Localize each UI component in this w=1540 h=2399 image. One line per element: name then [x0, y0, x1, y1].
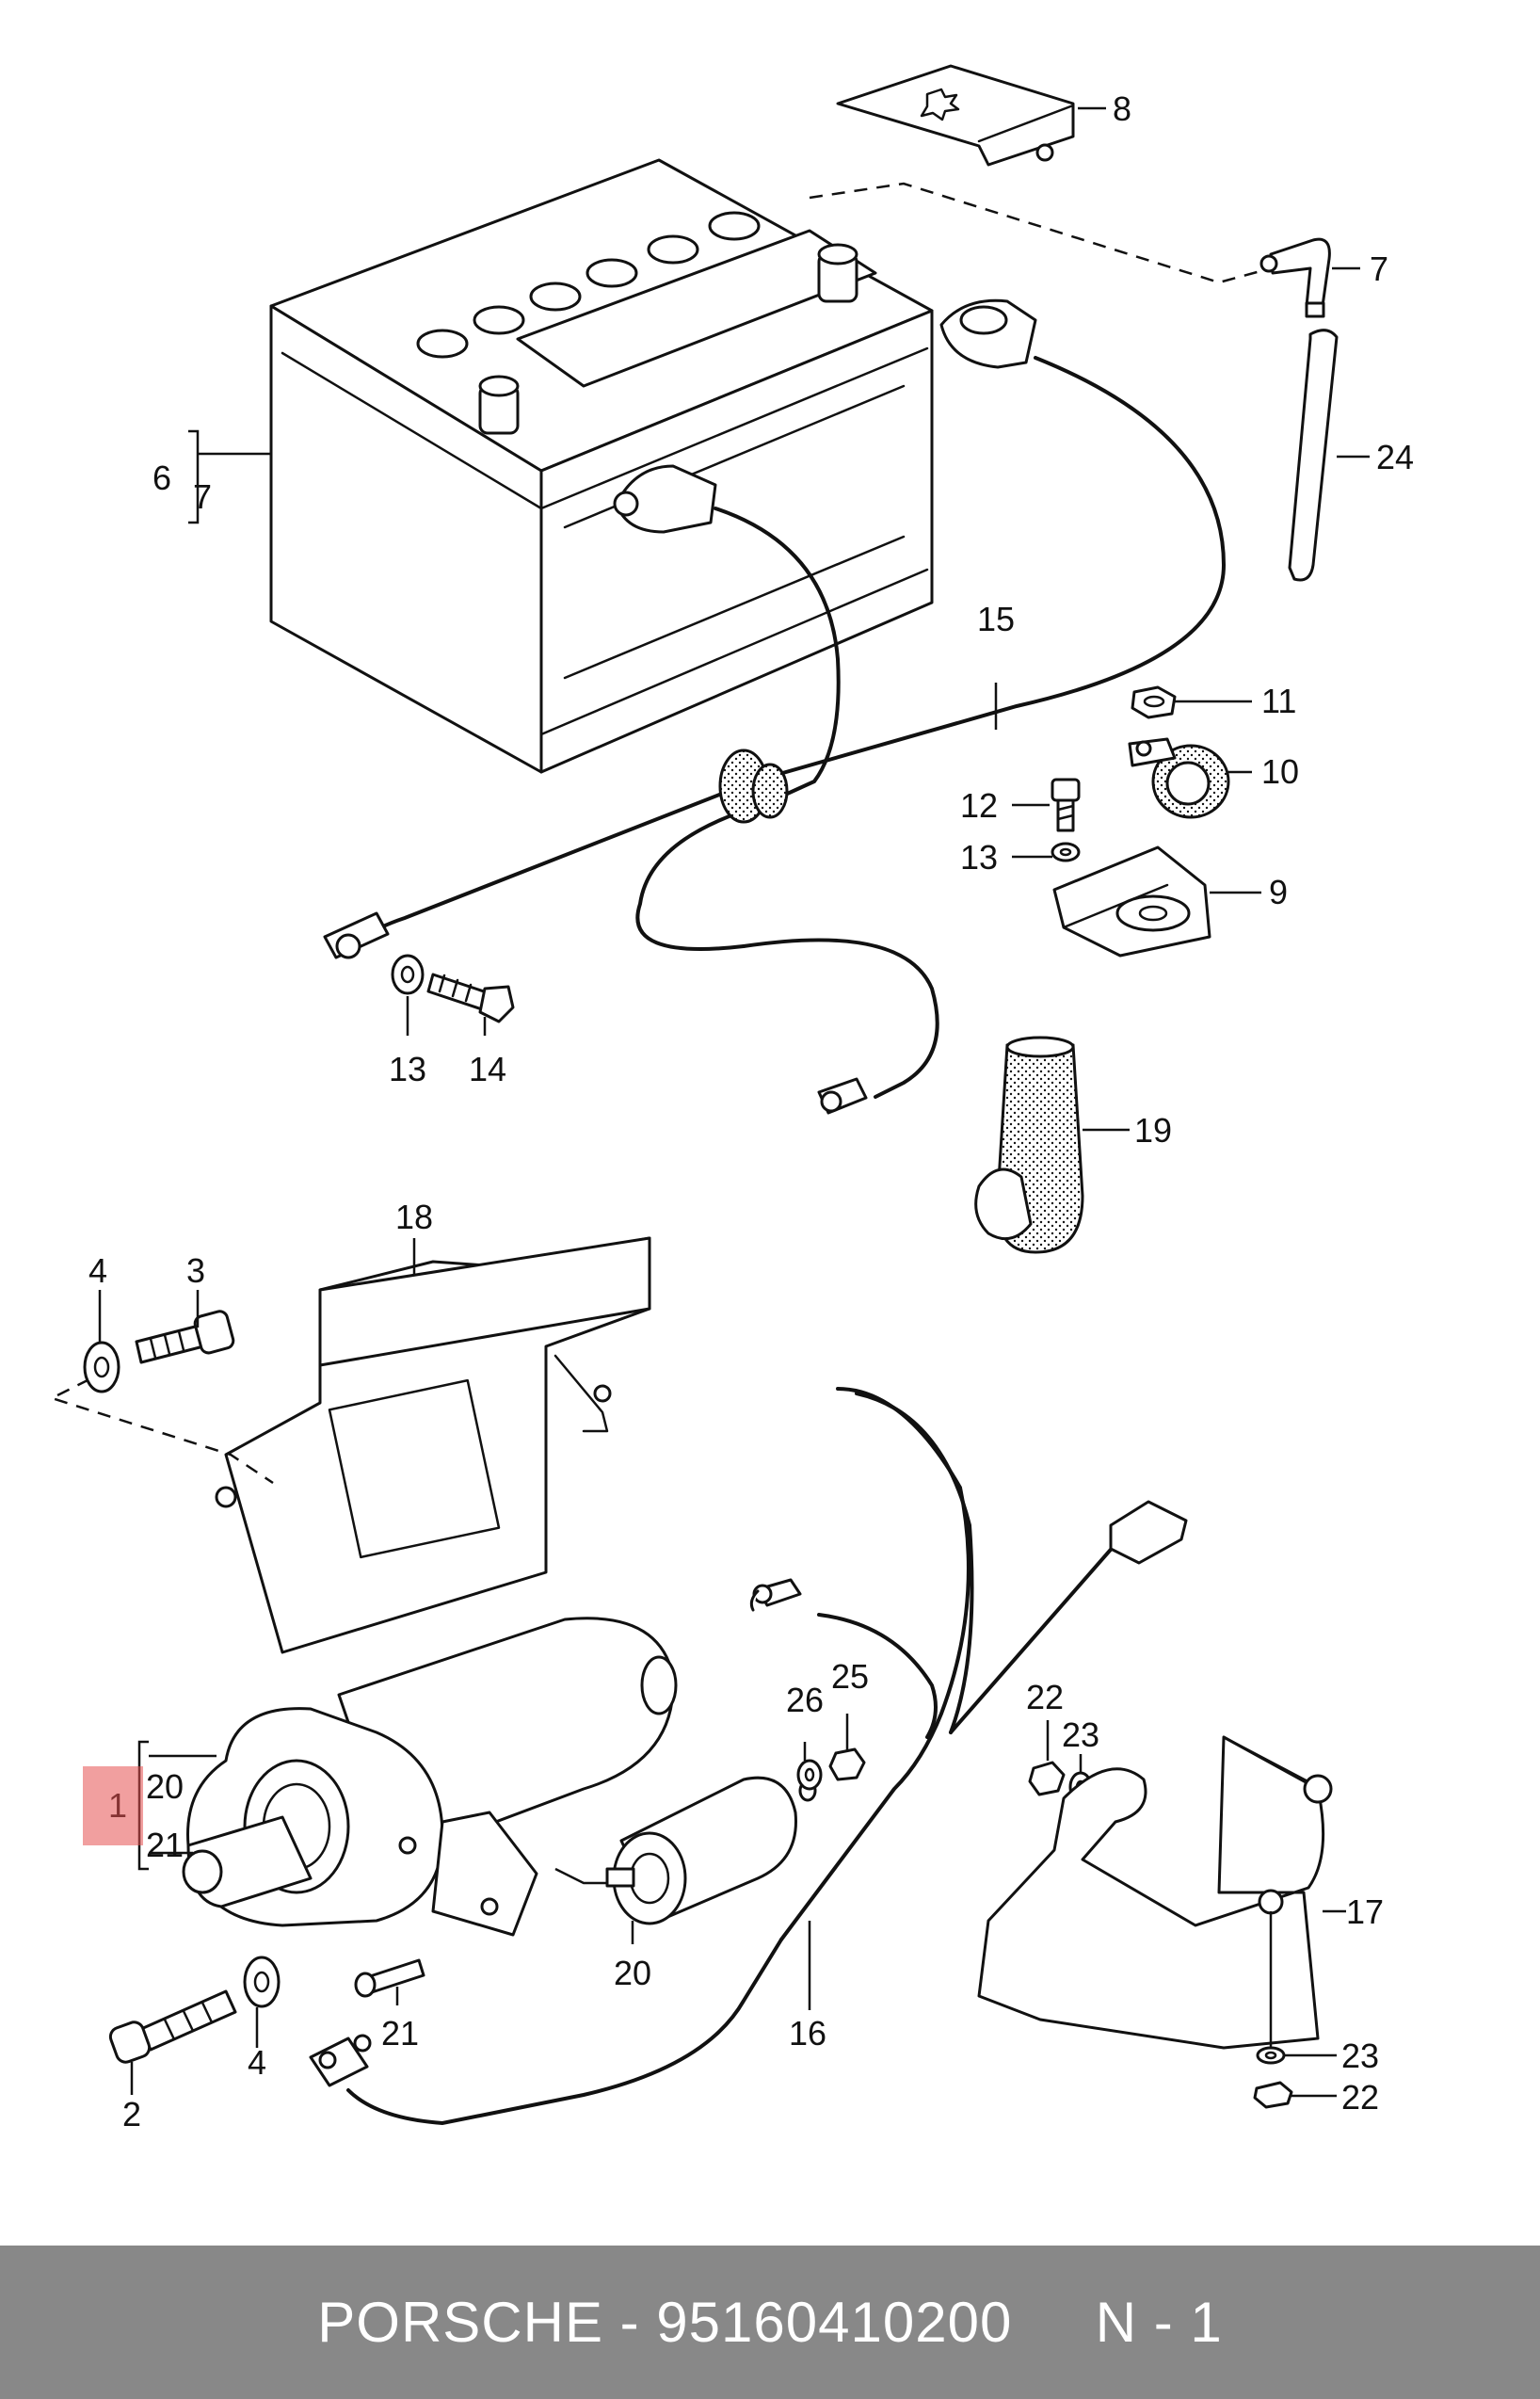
washer-4-lower — [243, 1956, 281, 2008]
footer-page: N - 1 — [1095, 2291, 1223, 2354]
washer-26 — [796, 1759, 823, 1791]
callout-20-right: 20 — [614, 1954, 651, 1992]
callout-7-vent: 7 — [1370, 250, 1388, 288]
footer-brand: PORSCHE — [317, 2291, 603, 2354]
footer-part-number: 95160410200 — [656, 2291, 1013, 2354]
washer-13-upper — [1051, 842, 1081, 862]
battery-terminal-negative — [478, 375, 520, 435]
callout-15: 15 — [977, 600, 1015, 638]
callout-19: 19 — [1134, 1111, 1172, 1150]
battery-terminal-cover — [836, 64, 1075, 167]
terminal-boot-19 — [974, 1036, 1084, 1254]
bolt-3 — [135, 1310, 235, 1364]
callout-21-left: 21 — [146, 1826, 184, 1864]
washer-4-upper — [83, 1341, 120, 1393]
screw-12 — [1051, 778, 1081, 832]
washer-13-lower — [391, 954, 425, 995]
vent-hose — [1288, 329, 1339, 582]
battery-terminal-positive — [817, 243, 858, 303]
callout-12: 12 — [960, 786, 998, 825]
starter-heat-shield-18 — [215, 1236, 651, 1654]
callout-2: 2 — [122, 2095, 141, 2133]
callout-4-upper: 4 — [88, 1251, 107, 1290]
callout-13-lower: 13 — [389, 1050, 426, 1088]
leader-lines — [98, 106, 1370, 2098]
callout-11: 11 — [1261, 682, 1296, 720]
starter-solenoid-20 — [605, 1776, 817, 1925]
nut-25 — [828, 1747, 866, 1781]
starter-wiring-harness-16 — [309, 1387, 1188, 2126]
nut-11 — [1131, 685, 1177, 719]
battery — [269, 158, 934, 774]
battery-clamp-10 — [1128, 737, 1230, 819]
callout-6: 6 — [152, 459, 171, 497]
bolt-2 — [108, 1989, 237, 2064]
callout-3: 3 — [186, 1251, 205, 1290]
footer-separator: - — [602, 2291, 657, 2354]
footer-gap — [1012, 2290, 1095, 2355]
starter-lower-shield-17 — [977, 1735, 1333, 2050]
callout-20-left: 20 — [146, 1767, 184, 1806]
callout-24: 24 — [1376, 438, 1414, 476]
callout-10: 10 — [1261, 752, 1299, 791]
positive-battery-cable — [323, 298, 1227, 959]
callout-17: 17 — [1346, 1892, 1384, 1931]
callout-23-upper: 23 — [1062, 1715, 1099, 1754]
callout-labels: 8 7 24 6 7 15 11 10 12 13 9 13 14 19 18 … — [88, 89, 1414, 2133]
callout-7-battery: 7 — [193, 477, 212, 516]
callout-22-lower: 22 — [1341, 2078, 1379, 2117]
callout-1-highlight — [83, 1766, 143, 1845]
battery-cell-caps — [416, 211, 761, 359]
callout-4-lower: 4 — [248, 2043, 266, 2082]
battery-hold-down-9 — [1052, 845, 1211, 958]
washer-23-lower — [1256, 2046, 1286, 2065]
callout-25: 25 — [831, 1657, 869, 1696]
callout-14: 14 — [469, 1050, 506, 1088]
nut-22-upper — [1028, 1761, 1066, 1796]
callout-26: 26 — [786, 1681, 824, 1719]
negative-battery-cable — [613, 464, 939, 1115]
callout-8: 8 — [1113, 89, 1131, 128]
callout-16: 16 — [789, 2014, 826, 2053]
footer-bar: PORSCHE - 95160410200 N - 1 — [0, 2246, 1540, 2399]
callout-22-upper: 22 — [1026, 1678, 1064, 1716]
screw-21 — [354, 1958, 425, 1998]
callout-21-right: 21 — [381, 2014, 419, 2053]
bolt-14 — [426, 973, 515, 1023]
vent-elbow — [1259, 237, 1331, 318]
callout-23-lower: 23 — [1341, 2037, 1379, 2075]
cable-grommet — [718, 749, 789, 824]
starter-motor — [182, 1617, 678, 1937]
exploded-parts-diagram: 8 7 24 6 7 15 11 10 12 13 9 13 14 19 18 … — [48, 64, 1414, 2133]
callout-18: 18 — [395, 1198, 433, 1236]
callout-9: 9 — [1269, 873, 1288, 911]
nut-22-lower — [1253, 2081, 1293, 2109]
callout-13-upper: 13 — [960, 838, 998, 877]
